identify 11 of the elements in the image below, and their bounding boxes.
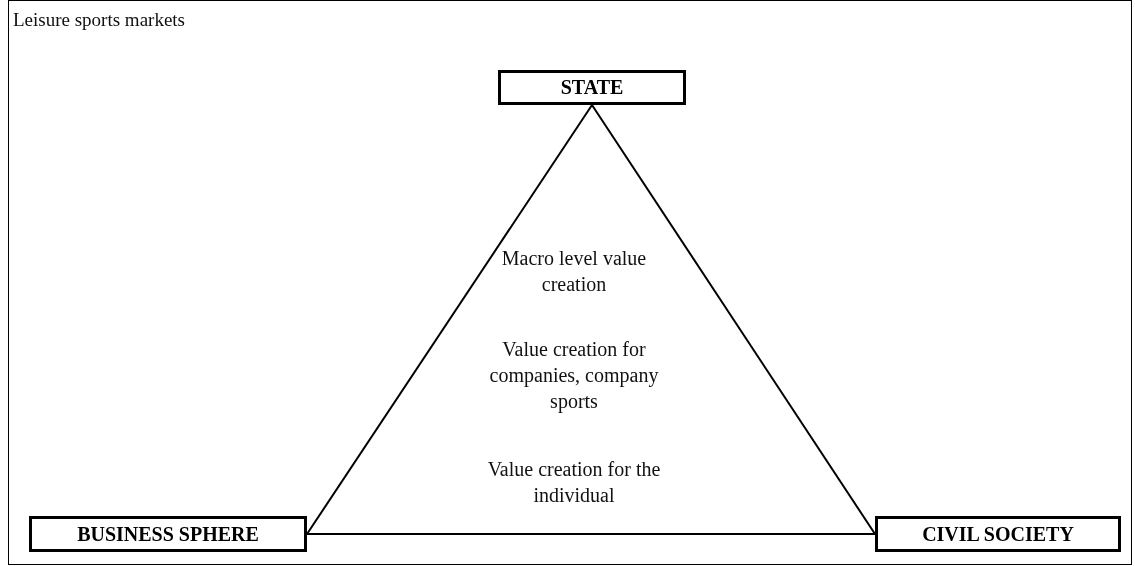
- entity-box: STATE: [498, 70, 686, 105]
- center-text: Value creation for the individual: [486, 457, 662, 508]
- center-text: Macro level value creation: [500, 246, 648, 297]
- connector-line: [306, 533, 876, 535]
- entity-box: BUSINESS SPHERE: [29, 516, 307, 552]
- entity-box: CIVIL SOCIETY: [875, 516, 1121, 552]
- connector-line: [306, 104, 593, 535]
- center-text: Value creation for companies, company sports: [488, 337, 660, 414]
- connector-line: [591, 104, 876, 535]
- frame-box: [8, 0, 1132, 565]
- diagram-heading: Leisure sports markets: [13, 9, 185, 31]
